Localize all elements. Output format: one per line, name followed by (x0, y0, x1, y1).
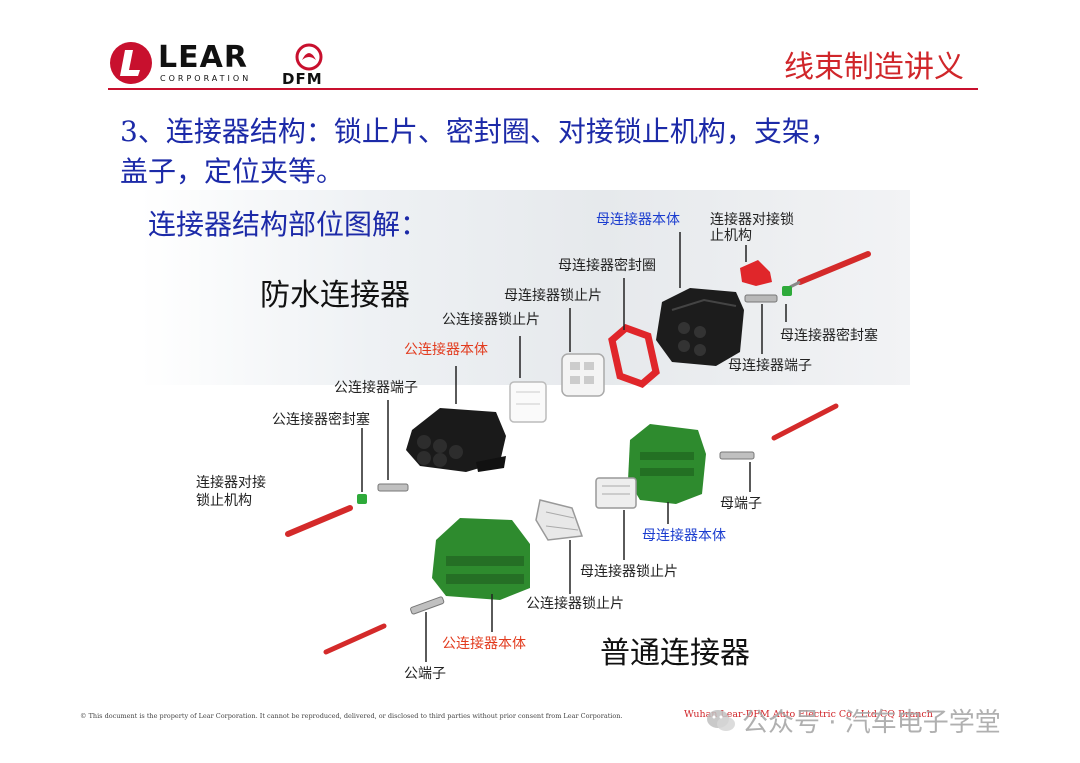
doc-title: 线束制造讲义 (784, 50, 964, 85)
female-lock-plate-bottom (595, 477, 637, 509)
dfm-logo: DFM (282, 42, 338, 88)
female-seal-plug-top (782, 286, 792, 296)
lear-logo: LEAR CORPORATION (108, 40, 288, 86)
common-connector-title: 普通连接器 (600, 636, 750, 671)
diagram-subtitle: 连接器结构部位图解： (148, 208, 429, 241)
label-male-terminal-top: 公连接器端子 (334, 380, 418, 396)
label-female-terminal-top: 母连接器端子 (728, 358, 812, 374)
label-male-lock-plate-bottom: 公连接器锁止片 (526, 596, 624, 612)
label-female-lock-plate-bottom: 母连接器锁止片 (580, 564, 678, 580)
label-lock-mechanism-left: 连接器对接 锁止机构 (196, 475, 266, 509)
label-male-seal-plug: 公连接器密封塞 (272, 412, 370, 428)
diagram-background (140, 190, 910, 385)
waterproof-connector-title: 防水连接器 (260, 278, 410, 313)
label-male-terminal-bottom: 公端子 (404, 666, 446, 682)
red-seal-ring (608, 324, 660, 388)
label-male-lock-plate-top: 公连接器锁止片 (442, 312, 540, 328)
black-male-connector-body (406, 408, 506, 472)
white-female-lock-plate (561, 353, 605, 397)
section-heading-line1: 3、连接器结构：锁止片、密封圈、对接锁止机构，支架， (120, 115, 838, 148)
wire-left-top (285, 505, 353, 537)
wechat-watermark: 公众号 · 汽车电子学堂 (706, 702, 1001, 739)
male-terminal-top (377, 483, 409, 492)
dfm-logo-text: DFM (282, 70, 323, 88)
footer-copyright: © This document is the property of Lear … (80, 712, 623, 720)
male-terminal-bottom (410, 596, 445, 615)
footer-company: Wuhan Lear-DFM Auto Electric Co., Ltd CQ… (684, 709, 933, 720)
dfm-emblem-icon (295, 43, 323, 71)
label-female-seal-ring: 母连接器密封圈 (558, 258, 656, 274)
male-seal-plug-left (357, 494, 367, 504)
female-terminal-top (744, 294, 778, 303)
black-female-connector-body (656, 288, 744, 366)
label-female-lock-plate-top: 母连接器锁止片 (504, 288, 602, 304)
label-female-body-bottom: 母连接器本体 (642, 528, 726, 544)
wire-bottom-left (323, 623, 387, 655)
green-male-connector-body (432, 518, 530, 600)
wire-top-right (789, 251, 871, 289)
lear-logo-mark-icon (110, 42, 152, 84)
male-lock-plate-bottom (535, 499, 584, 541)
watermark-text: 公众号 · 汽车电子学堂 (742, 708, 1001, 738)
green-female-connector-body (628, 424, 706, 504)
section-heading-line2: 盖子，定位夹等。 (120, 155, 345, 188)
label-male-body-bottom: 公连接器本体 (442, 636, 526, 652)
lear-logo-subtext: CORPORATION (160, 74, 252, 83)
label-male-body-top: 公连接器本体 (404, 342, 488, 358)
leader-lines (361, 232, 787, 662)
label-female-seal-plug: 母连接器密封塞 (780, 328, 878, 344)
wechat-icon (707, 709, 735, 731)
female-terminal-bottom (719, 451, 755, 460)
clear-male-lock-plate (509, 381, 547, 423)
label-female-body-top: 母连接器本体 (596, 212, 680, 228)
red-lock-mechanism-top (740, 260, 772, 286)
lear-logo-text: LEAR (158, 40, 248, 75)
label-lock-mechanism-top: 连接器对接锁 止机构 (710, 212, 794, 244)
wire-right-bottom (771, 403, 839, 441)
header-divider (108, 88, 978, 90)
label-female-terminal-bottom: 母端子 (720, 496, 762, 512)
